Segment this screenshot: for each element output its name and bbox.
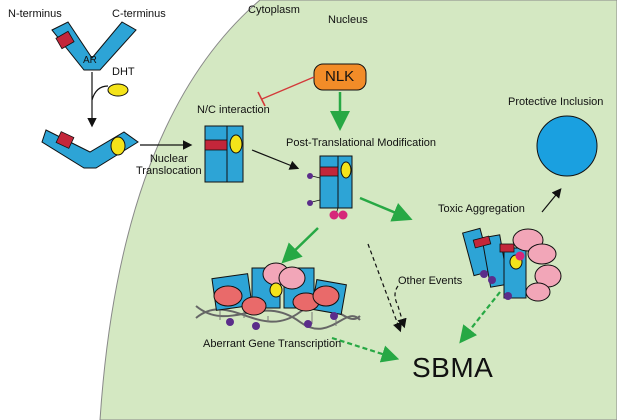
arrow-to-ptm xyxy=(251,149,300,170)
transcription-complex-icon xyxy=(195,262,361,330)
toxic-aggregation-label: Toxic Aggregation xyxy=(438,203,525,215)
dht-label: DHT xyxy=(112,66,135,78)
protective-inclusion-icon xyxy=(536,115,598,177)
ar-dht-bound-icon xyxy=(41,129,139,169)
post-translational-label: Post-Translational Modification xyxy=(286,137,436,149)
arrow-aggregation-to-sbma xyxy=(459,291,501,344)
nc-interaction-label: N/C interaction xyxy=(197,104,270,116)
nlk-inhibit-arrow xyxy=(261,76,315,100)
nuclear-label-line-1: Nuclear xyxy=(149,153,188,165)
arrow-to-inclusion xyxy=(541,188,562,213)
ar-nc-interaction-icon xyxy=(204,125,244,183)
nlk-label: NLK xyxy=(325,68,355,85)
arrow-transcription-to-sbma xyxy=(331,336,400,363)
nuclear-label-line-2: Translocation xyxy=(136,165,202,178)
c-terminus-label: C-terminus xyxy=(112,8,166,20)
other-events-label: Other Events xyxy=(398,275,463,287)
sbma-label: SBMA xyxy=(412,352,494,383)
dht-icon xyxy=(107,83,129,97)
aberrant-transcription-label: Aberrant Gene Transcription xyxy=(203,338,342,350)
nucleus-label: Nucleus xyxy=(328,14,368,26)
nuclear-translocation-label: Nuclear Translocation xyxy=(136,153,202,177)
cytoplasm-label: Cytoplasm xyxy=(248,4,300,16)
protective-inclusion-label: Protective Inclusion xyxy=(508,96,604,108)
ar-label: AR xyxy=(83,55,97,66)
nlk-inhibit-bar xyxy=(257,91,266,107)
ar-unbound-icon xyxy=(51,21,137,71)
arrow-to-toxic-aggregation xyxy=(359,196,413,222)
n-terminus-label: N-terminus xyxy=(8,8,62,20)
nucleus-region xyxy=(99,0,617,420)
toxic-aggregate-icon xyxy=(462,227,562,302)
arrow-other-events xyxy=(394,285,407,329)
arrow-ptm-to-sbma xyxy=(367,243,402,333)
arrow-to-transcription xyxy=(281,227,319,264)
arrow-ar-to-dht-bound xyxy=(87,72,109,128)
ar-ptm-icon xyxy=(307,155,353,220)
